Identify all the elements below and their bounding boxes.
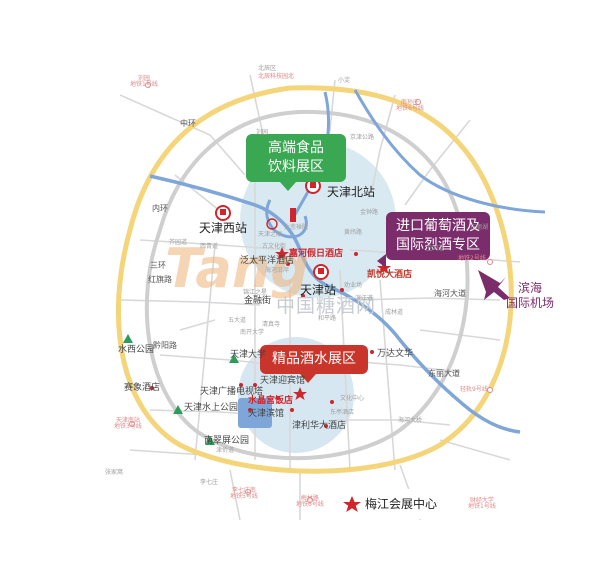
outer-ring-road: [115, 85, 514, 474]
binhai-airport-label: 滨海 国际机场: [506, 281, 554, 311]
crystal-palace-hotel: 水晶宫饭店: [248, 396, 294, 406]
road-qianyang: 黔阳路: [153, 341, 177, 350]
landmark-guwenhua: 古文化街: [262, 243, 287, 250]
metro-line9-east: 轻轨9号线: [460, 386, 488, 393]
landmark-saiji-hotel: 赛象酒店: [124, 383, 161, 393]
landmark-tianjin-uni: 天津大学: [230, 350, 267, 360]
landmark-huifeng: 海河沿岸: [265, 267, 290, 274]
road-haihe: 海河大道: [434, 289, 466, 298]
airport-line2: 国际机场: [506, 296, 555, 310]
train-station-icons: [215, 178, 329, 280]
road-chenglin: 成林道: [385, 309, 404, 316]
landmark-binjiang: 滨江道: [355, 295, 374, 302]
metro-line6-south: 梅林路 地铁6号线: [296, 495, 324, 508]
road-xiqing: 西青道: [200, 243, 219, 250]
landmark-tianjin-guest: 天津迎宾馆: [260, 376, 306, 386]
road-inner-ring: 内环: [152, 204, 168, 213]
park-markers: [123, 334, 239, 445]
landmark-shuishang-park: 天津水上公园: [184, 403, 239, 413]
road-jinqiao: 津侨道: [216, 447, 235, 454]
airport-line1: 滨海: [518, 281, 543, 295]
shuishang-lake: [238, 398, 272, 428]
landmark-financial-street: 金融街: [244, 296, 272, 306]
river-bend: [265, 199, 308, 239]
landmark-nankai-uni: 南开大学: [240, 329, 265, 336]
liquor-zone-label: 精品酒水展区: [272, 351, 356, 367]
landmark-jinjiang: 锦江之星: [243, 289, 268, 296]
landmark-nankai-park: 南翠屏公园: [204, 436, 250, 446]
legend-meijiang: 梅江会展中心: [365, 497, 438, 511]
kaiyue-hotel: 凯悦大酒店: [367, 270, 413, 280]
xinkai-river: [353, 89, 546, 214]
metro-line3-sw: 天津南站 地铁3号线: [114, 417, 142, 430]
landmark-fanjiazhuang: 芥园道: [169, 239, 188, 246]
road-weiguo: 卫国道: [426, 245, 445, 252]
wine-zone-callout: 进口葡萄酒及 国际烈酒专区: [377, 212, 490, 268]
airplane-icon: [478, 270, 510, 300]
landmark-shuixi-park: 水西公园: [118, 345, 155, 355]
food-zone-label: 高端食品 饮料展区: [268, 140, 324, 175]
wine-zone-label: 进口葡萄酒及 国际烈酒专区: [396, 218, 480, 253]
landmark-liqizhuang: 李七庄: [200, 479, 219, 486]
landmark-haihe-bridge: 海河大桥: [398, 417, 423, 424]
landmark-wuda: 五大道: [228, 317, 247, 324]
poi-dots: [150, 252, 374, 428]
legend-box: [334, 489, 490, 519]
landmark-dabeiyuan: 大悲禅院: [284, 224, 309, 231]
metro-line6-ne: 南孙庄 地铁6号线: [396, 99, 424, 112]
road-jinzhou: 金钟路: [360, 209, 379, 216]
road-jingzhou: 京津公路: [350, 134, 375, 141]
landmark-qinggong: 清真寺: [262, 321, 281, 328]
landmark-liuyuan: 刘园: [256, 129, 269, 136]
metro-line5-ne: 北辰科技园北: [258, 73, 295, 80]
tianjin-west-station: 天津西站: [199, 221, 248, 235]
landmark-beichen: 北辰区: [258, 65, 277, 72]
landmark-pacific-hotel: 泛太平洋酒店: [240, 256, 295, 266]
middle-ring-road: [144, 109, 470, 461]
landmark-wanda: 万达文华: [377, 349, 414, 359]
road-hongqi: 红旗路: [148, 275, 172, 284]
road-sanhuan: 三环: [150, 261, 166, 270]
haihe-river: [149, 174, 521, 434]
landmark-zhangjiawo: 张家窝: [105, 469, 124, 476]
legend-star-icon: [343, 496, 361, 512]
metro-line2-east: 地铁2号线: [458, 255, 486, 262]
watermark-logo: Tang: [165, 237, 309, 300]
landmark-jinlihua: 津利华大酒店: [292, 421, 347, 431]
metro-line1-north: 刘园 地铁1号线: [130, 75, 158, 88]
landmark-tianta: 天津广播电视塔: [200, 387, 264, 397]
landmark-quanyechang: 劝业场: [344, 282, 363, 289]
tianjin-station: 天津站: [300, 283, 337, 297]
watermark-cn: 中国糖酒网: [276, 295, 377, 317]
road-dongli: 东丽大道: [428, 369, 460, 378]
tianjin-north-station: 天津北站: [327, 185, 376, 199]
landmark-heping: 和平路: [318, 315, 337, 322]
tianjin-eye-icon: [266, 218, 278, 230]
food-zone-callout: 高端食品 饮料展区: [246, 134, 346, 191]
landmark-huangwei: 黄纬路: [344, 229, 363, 236]
landmark-tianjin-art: 文化中心: [340, 395, 365, 402]
landmark-dongli-lake: 东丽湖: [470, 224, 489, 231]
landmark-tianjin-hotel: 天津滨馆: [248, 409, 285, 419]
metro-line5-south: 李七庄南 地铁5号线: [230, 487, 258, 500]
landmark-tianjin-eye: 天津之眼: [258, 231, 283, 238]
temple-tower-icon: [290, 208, 296, 222]
road-middle-ring: 中环: [180, 119, 196, 128]
landmark-dongting: 东亭酒店: [330, 409, 355, 416]
metro-line1-se: 财经大学 地铁1号线: [468, 497, 496, 510]
landmark-xiaodian: 小淀: [338, 77, 351, 84]
holiday-hotel: 嘉河假日酒店: [289, 249, 344, 259]
liquor-zone-callout: 精品酒水展区: [260, 345, 368, 383]
